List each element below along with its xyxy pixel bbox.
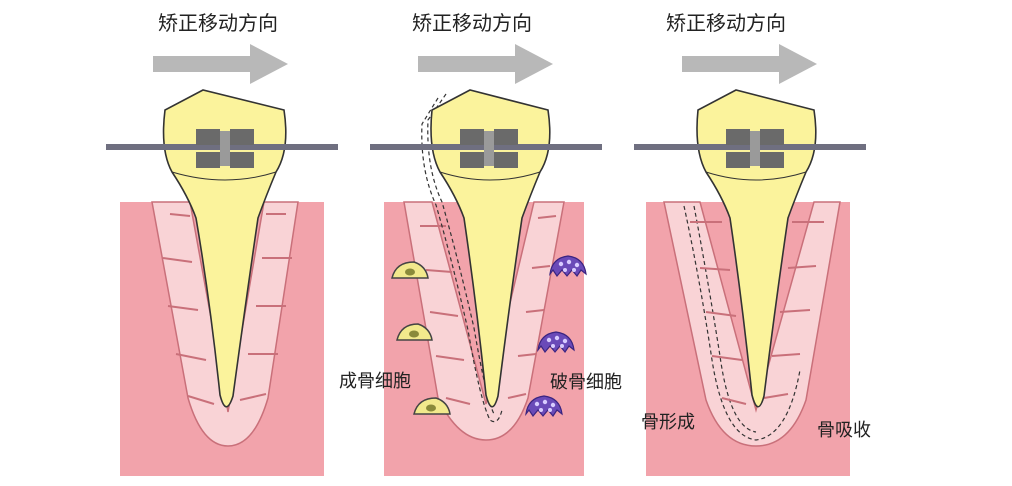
tooth [696, 89, 817, 408]
panel-1: 矫正移动方向 [106, 11, 338, 476]
periodontal-ligament [663, 201, 841, 447]
panel-1-title: 矫正移动方向 [158, 11, 278, 35]
periodontal-ligament [403, 201, 565, 441]
osteoclast-cell [525, 395, 563, 418]
periodontal-ligament [151, 201, 299, 447]
tooth [162, 89, 287, 408]
bracket [460, 129, 518, 168]
ligament-fibers [690, 221, 824, 405]
osteoclast-cell [549, 255, 587, 278]
bracket [726, 129, 784, 168]
panel-2: 矫正移动方向 [339, 11, 622, 476]
movement-arrow [418, 44, 553, 84]
osteoblast-cell [413, 397, 451, 415]
movement-arrow [682, 44, 817, 84]
bone-formation-label: 骨形成 [641, 412, 695, 433]
previous-position-outline [421, 97, 503, 423]
panel-3-title: 矫正移动方向 [666, 11, 786, 35]
bone-resorption-label: 骨吸收 [817, 420, 871, 441]
movement-arrow [153, 44, 288, 84]
osteoblast-cell [396, 323, 433, 341]
bracket [196, 129, 254, 168]
panel-3: 矫正移动方向 [634, 11, 871, 476]
osteoclast-label: 破骨细胞 [550, 372, 622, 393]
osteoblast-cell [391, 261, 429, 279]
panel-2-title: 矫正移动方向 [412, 11, 532, 35]
tooth [430, 89, 551, 408]
ligament-fibers [162, 213, 292, 405]
osteoclast-cell [537, 331, 575, 354]
ligament-fibers [420, 215, 557, 405]
osteoblast-label: 成骨细胞 [339, 371, 411, 392]
